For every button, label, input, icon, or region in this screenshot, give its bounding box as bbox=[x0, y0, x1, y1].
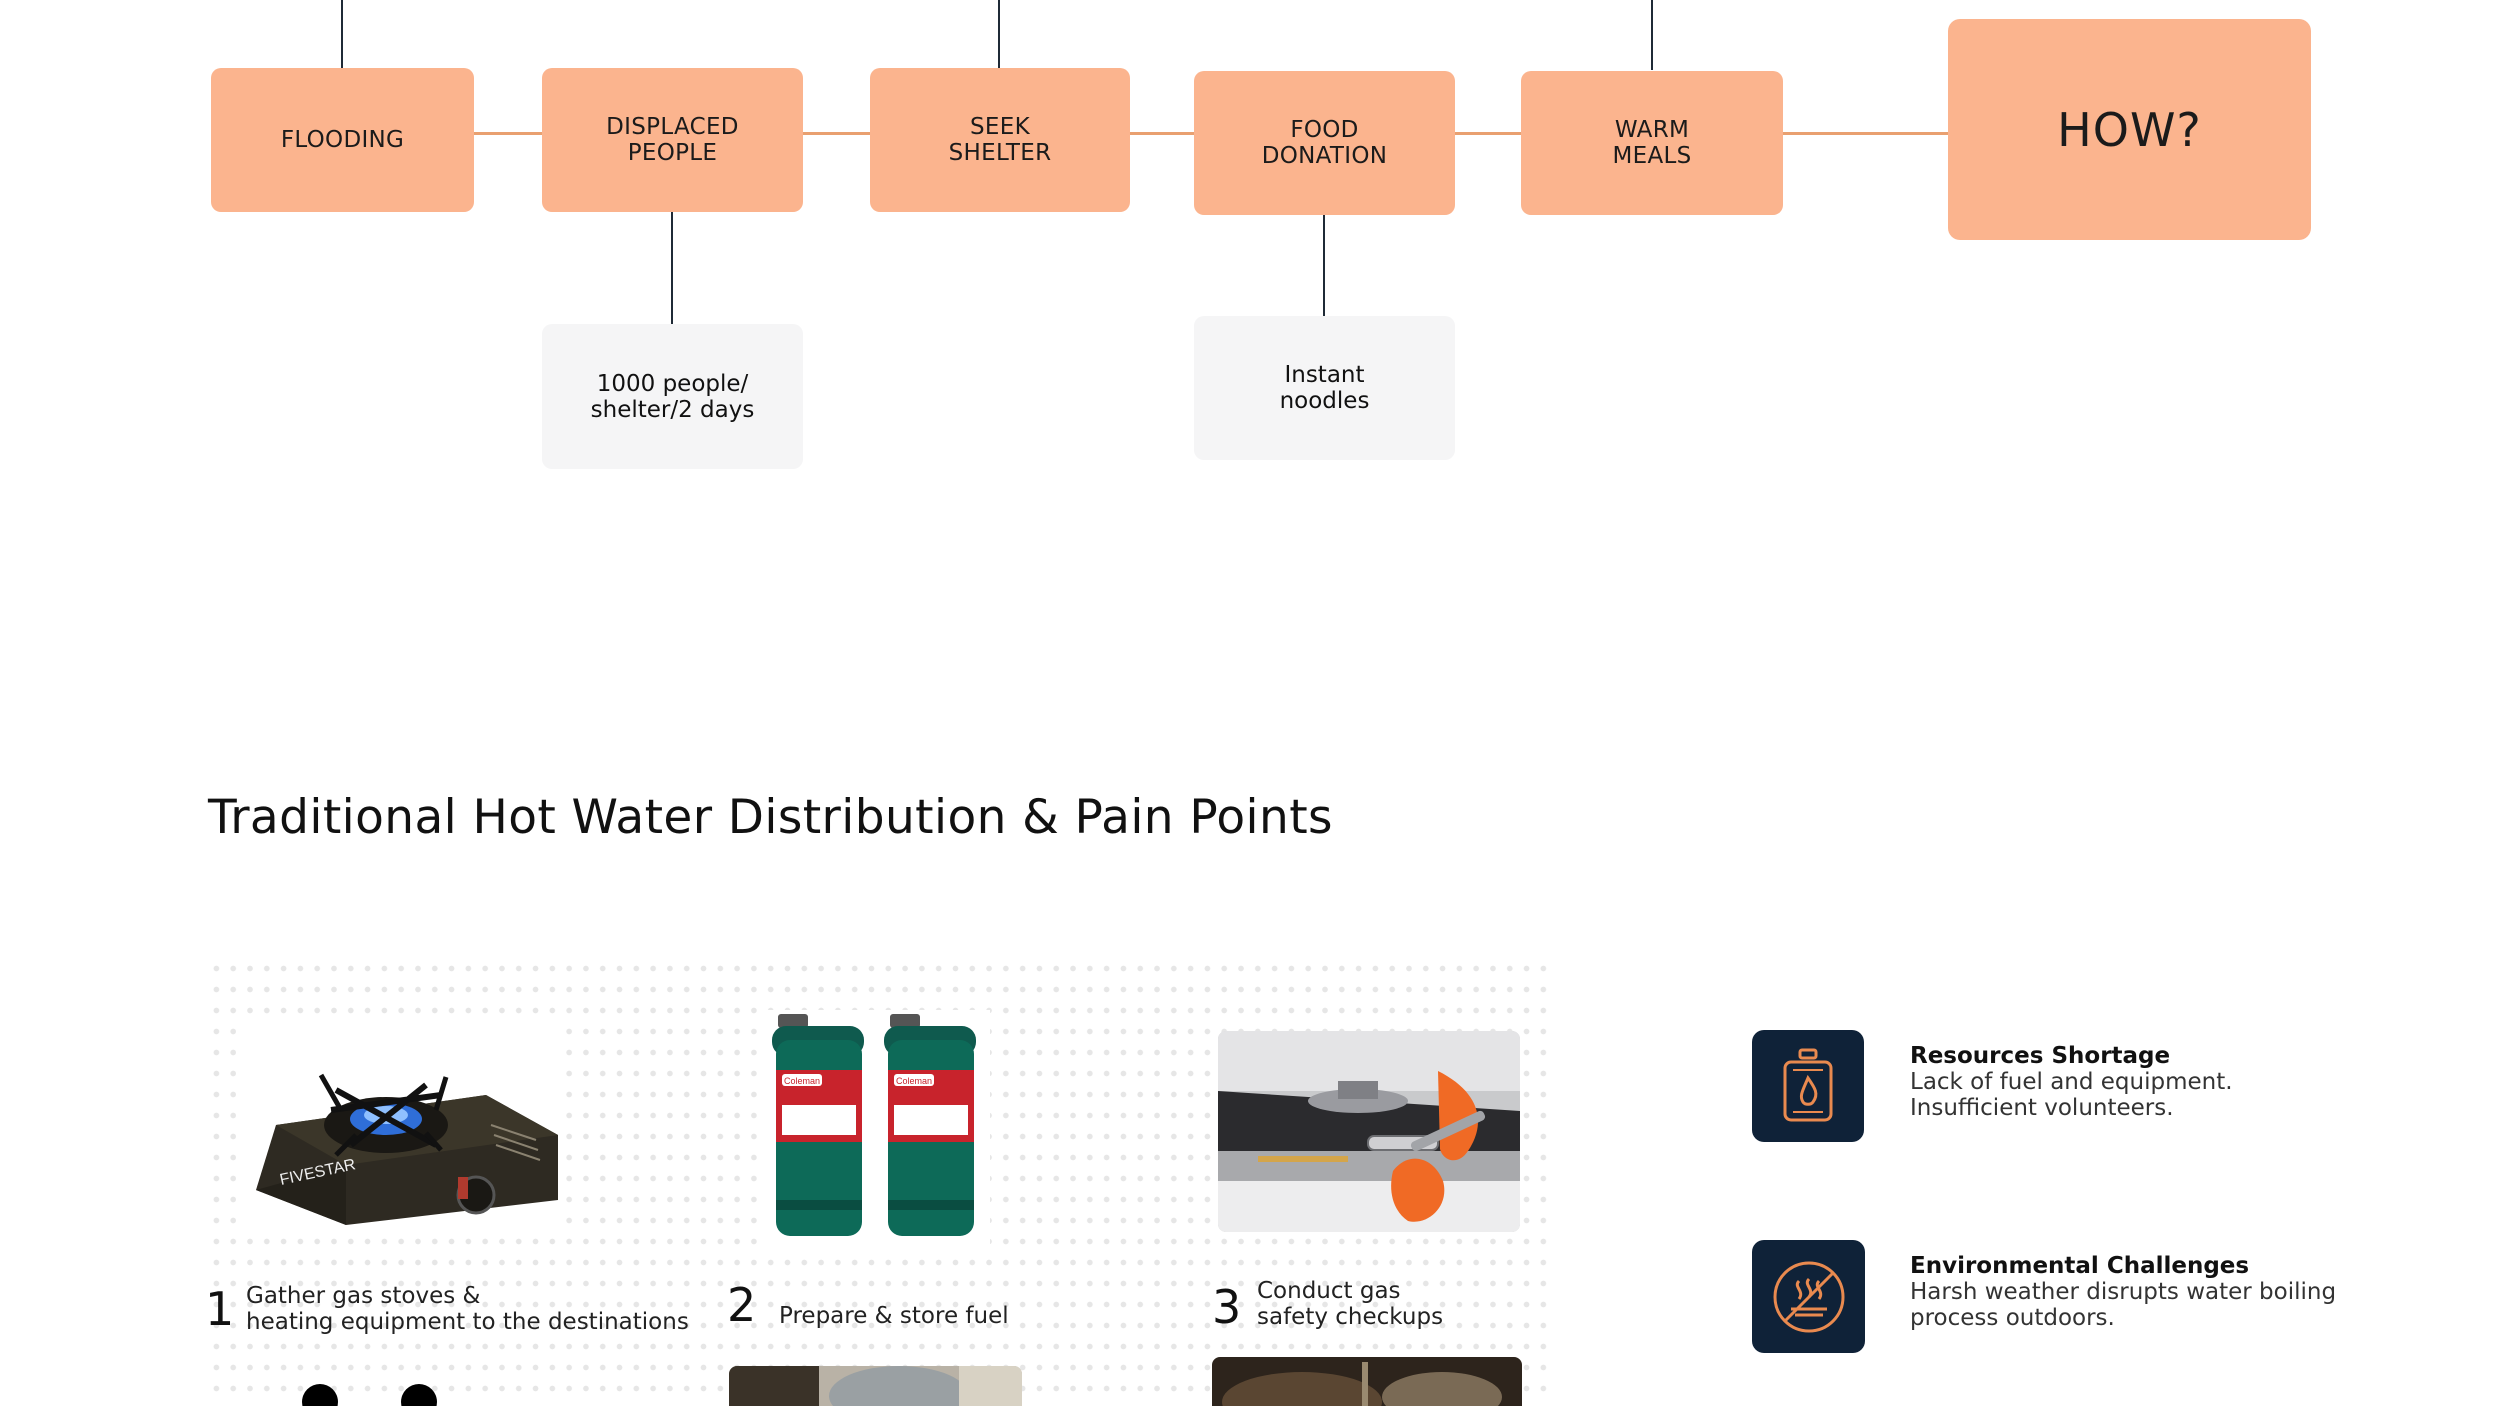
step-2-text: Prepare & store fuel bbox=[779, 1303, 1009, 1329]
no-heat-icon bbox=[1752, 1240, 1865, 1353]
connector-top-shelter bbox=[998, 0, 1000, 68]
decorative-dot bbox=[302, 1384, 338, 1406]
node-warm-meals: WARM MEALS bbox=[1521, 71, 1783, 215]
node-how: HOW? bbox=[1948, 19, 2311, 240]
subnode-instant-noodles: Instant noodles bbox=[1194, 316, 1455, 460]
propane-canisters-image: Coleman Coleman bbox=[764, 1010, 990, 1245]
pain-point-1-title: Resources Shortage bbox=[1910, 1043, 2171, 1069]
connector-food-noodles bbox=[1323, 214, 1325, 316]
connector-flooding-displaced bbox=[474, 132, 542, 135]
connector-shelter-food bbox=[1130, 132, 1194, 135]
gas-checkup-image bbox=[1218, 1031, 1520, 1232]
section-title: Traditional Hot Water Distribution & Pai… bbox=[208, 790, 1333, 845]
step-1-text: Gather gas stoves & heating equipment to… bbox=[246, 1283, 689, 1335]
connector-top-warm bbox=[1651, 0, 1653, 70]
connector-displaced-shelter bbox=[803, 132, 870, 135]
bottom-photo-2 bbox=[729, 1366, 1022, 1406]
node-displaced-people: DISPLACED PEOPLE bbox=[542, 68, 803, 212]
gas-cylinder-icon bbox=[1752, 1030, 1864, 1142]
step-1-number: 1 bbox=[205, 1282, 235, 1336]
node-food-donation: FOOD DONATION bbox=[1194, 71, 1455, 215]
connector-top-flooding bbox=[341, 0, 343, 68]
step-3-number: 3 bbox=[1212, 1280, 1242, 1334]
subnode-capacity: 1000 people/ shelter/2 days bbox=[542, 324, 803, 469]
connector-warm-how bbox=[1783, 132, 1948, 135]
canister-brand-label-1: Coleman bbox=[784, 1076, 820, 1086]
decorative-dot bbox=[401, 1384, 437, 1406]
node-seek-shelter: SEEK SHELTER bbox=[870, 68, 1130, 212]
node-flooding: FLOODING bbox=[211, 68, 474, 212]
canister-brand-label-2: Coleman bbox=[896, 1076, 932, 1086]
gas-stove-image: FIVESTAR bbox=[236, 1015, 566, 1235]
step-2-number: 2 bbox=[727, 1278, 757, 1332]
pain-point-1-description: Lack of fuel and equipment. Insufficient… bbox=[1910, 1069, 2233, 1121]
step-3-text: Conduct gas safety checkups bbox=[1257, 1278, 1444, 1330]
connector-displaced-capacity bbox=[671, 212, 673, 324]
bottom-photo-3 bbox=[1212, 1357, 1522, 1406]
connector-food-warm bbox=[1455, 132, 1521, 135]
pain-point-2-description: Harsh weather disrupts water boiling pro… bbox=[1910, 1279, 2337, 1331]
pain-point-2-title: Environmental Challenges bbox=[1910, 1253, 2250, 1279]
